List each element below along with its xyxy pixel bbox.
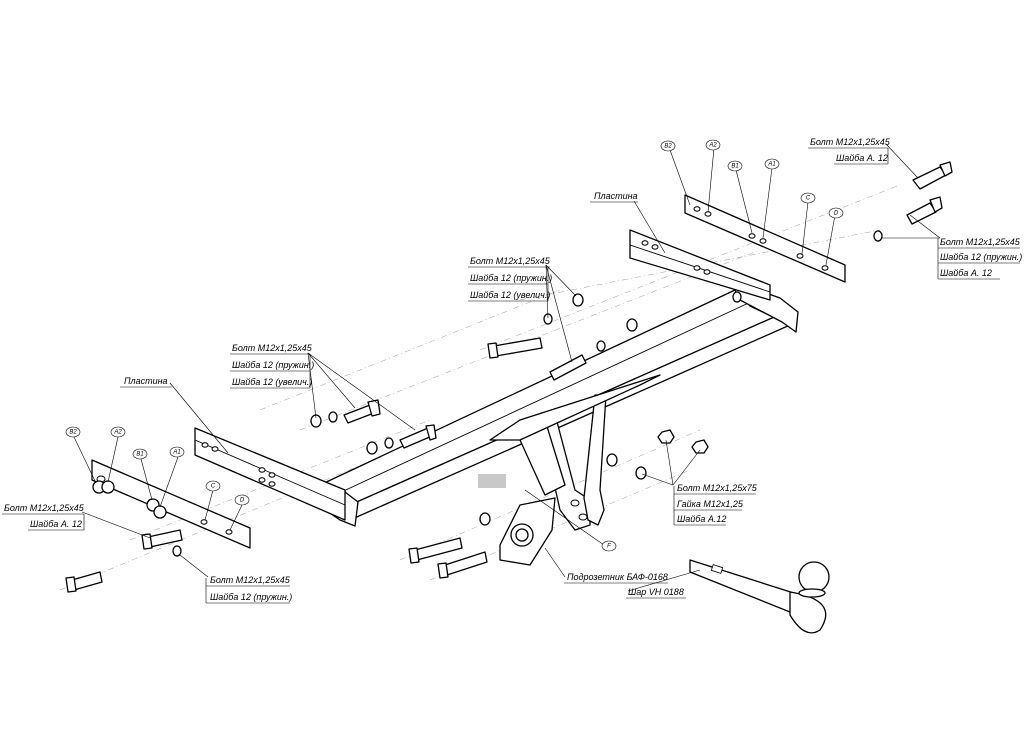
tag-right-a2: A2 bbox=[708, 143, 717, 149]
label-left-bolt: Болт М12х1,25х45 bbox=[232, 343, 313, 353]
label-ball: Шар VH 0188 bbox=[628, 587, 684, 597]
blurred-mark bbox=[478, 474, 506, 488]
label-center-enlarged: Шайба 12 (увелич.) bbox=[470, 290, 550, 300]
tag-right-d: D bbox=[834, 211, 839, 217]
label-lower-washer: Шайба А.12 bbox=[677, 514, 726, 524]
label-left-outer-bolt: Болт М12х1,25х45 bbox=[4, 503, 85, 513]
label-right-bolt-bottom: Болт М12х1,25х45 bbox=[940, 237, 1021, 247]
tag-right-b2: B2 bbox=[664, 144, 672, 150]
label-lower-nut: Гайка М12х1,25 bbox=[677, 499, 744, 509]
right-plate bbox=[629, 229, 771, 301]
tag-right-a1: A1 bbox=[767, 162, 775, 168]
label-right-spring-bottom: Шайба 12 (пружин.) bbox=[940, 252, 1022, 262]
tag-left-b1: B1 bbox=[136, 452, 143, 458]
label-left-spring: Шайба 12 (пружин.) bbox=[232, 360, 314, 370]
socket-plate bbox=[478, 474, 556, 566]
label-socket-plate: Подрозетник БАФ-0168 bbox=[567, 572, 668, 582]
label-right-washer-bottom: Шайба А. 12 bbox=[940, 268, 992, 278]
left-plate bbox=[194, 427, 346, 521]
tow-ball bbox=[689, 559, 830, 634]
leader-lines bbox=[73, 143, 941, 592]
label-left-outer-washer: Шайба А. 12 bbox=[30, 519, 82, 529]
tag-right-c: C bbox=[806, 196, 811, 202]
label-center-spring: Шайба 12 (пружин.) bbox=[470, 273, 552, 283]
washers-nuts bbox=[92, 230, 883, 557]
position-tags-right: B2 A2 B1 A1 C D bbox=[660, 139, 844, 219]
label-right-washer-top: Шайба А. 12 bbox=[836, 153, 888, 163]
right-outer-plate bbox=[684, 194, 846, 283]
label-bottom-left-spring: Шайба 12 (пружин.) bbox=[210, 592, 292, 602]
tag-f: F bbox=[607, 544, 611, 550]
label-center-bolt: Болт М12х1,25х45 bbox=[470, 256, 551, 266]
bolts bbox=[65, 161, 953, 593]
labels: Болт М12х1,25х45 Шайба А. 12 Болт М12х1,… bbox=[2, 137, 1022, 604]
label-plate-left: Пластина bbox=[124, 376, 168, 386]
tag-left-c: C bbox=[211, 484, 216, 490]
hitch-bracket bbox=[489, 374, 661, 531]
label-bottom-left-bolt: Болт М12х1,25х45 bbox=[210, 575, 291, 585]
label-lower-bolt: Болт М12х1,25х75 bbox=[677, 483, 758, 493]
label-plate-right: Пластина bbox=[594, 191, 638, 201]
label-right-bolt-top: Болт М12х1,25х45 bbox=[810, 137, 891, 147]
tag-left-d: D bbox=[240, 498, 245, 504]
label-left-enlarged: Шайба 12 (увелич.) bbox=[232, 377, 312, 387]
tag-left-a1: A1 bbox=[172, 450, 180, 456]
tag-left-b2: B2 bbox=[69, 430, 77, 436]
position-tags-left: B2 A2 B1 A1 C D F bbox=[65, 426, 617, 552]
tag-right-b1: B1 bbox=[731, 164, 738, 170]
tag-left-a2: A2 bbox=[113, 430, 122, 436]
